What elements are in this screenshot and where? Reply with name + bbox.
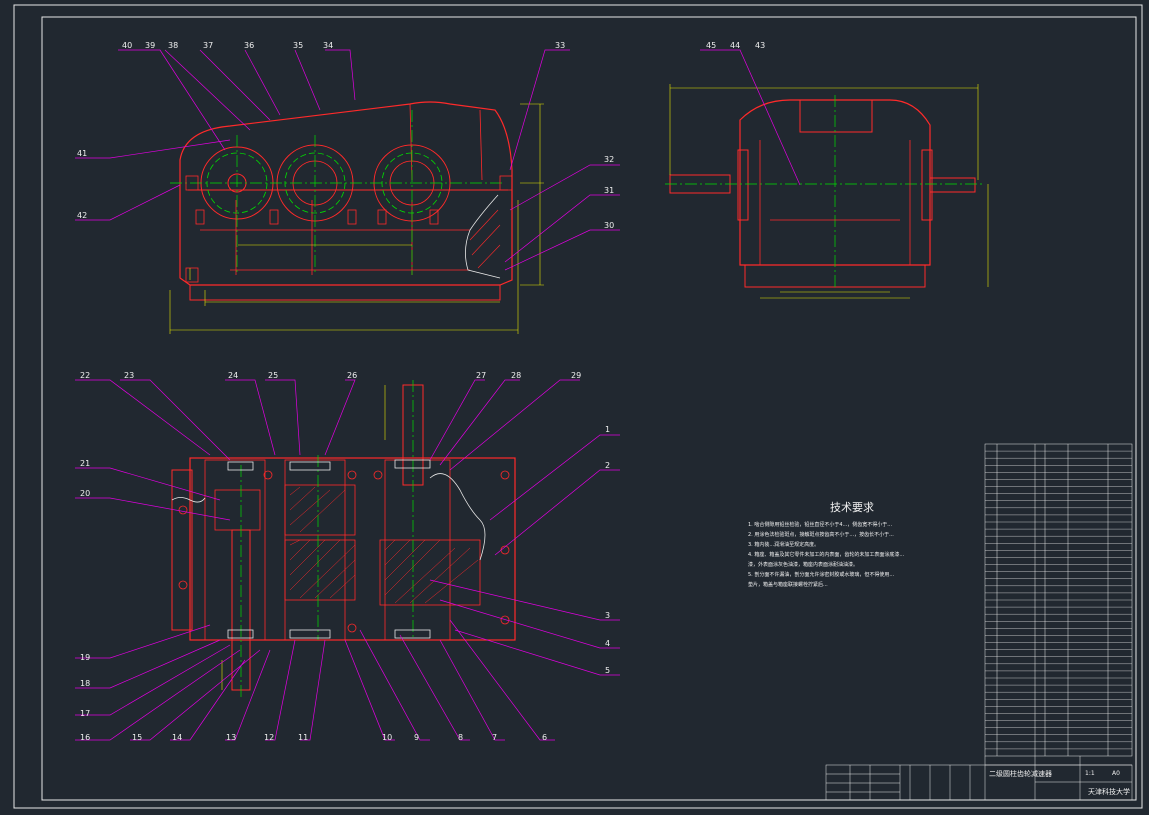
label-23: 23 — [124, 371, 134, 380]
label-26: 26 — [347, 371, 357, 380]
label-45: 45 — [706, 41, 716, 50]
label-18: 18 — [80, 679, 90, 688]
label-21: 21 — [80, 459, 90, 468]
label-1: 1 — [605, 425, 610, 434]
label-20: 20 — [80, 489, 90, 498]
label-27: 27 — [476, 371, 486, 380]
label-29: 29 — [571, 371, 581, 380]
tech-line: 3. 箱内装...润滑油至规定高度。 — [748, 541, 819, 548]
label-31: 31 — [604, 186, 614, 195]
label-36: 36 — [244, 41, 254, 50]
tech-line: 漆，外表面涂灰色油漆，箱座内表面涂耐油油漆。 — [748, 561, 858, 568]
label-6: 6 — [542, 733, 547, 742]
label-32: 32 — [604, 155, 614, 164]
tech-line: 2. 用涂色法检验斑点，接触斑点按齿高不小于...，按齿长不小于... — [748, 531, 894, 538]
label-9: 9 — [414, 733, 419, 742]
label-13: 13 — [226, 733, 236, 742]
parts-list-rows — [985, 450, 1132, 750]
label-3: 3 — [605, 611, 610, 620]
school-name: 天津科技大学 — [1088, 787, 1130, 796]
label-2: 2 — [605, 461, 610, 470]
label-8: 8 — [458, 733, 463, 742]
front-view — [169, 101, 544, 334]
leader-lines — [75, 49, 801, 741]
label-5: 5 — [605, 666, 610, 675]
design-name: 二级圆柱齿轮减速器 — [989, 769, 1052, 778]
tech-line: 1. 啮合侧隙用铅丝检验，铅丝直径不小于4...，侧齿宽不得小于... — [748, 521, 892, 528]
label-24: 24 — [228, 371, 238, 380]
label-34: 34 — [323, 41, 333, 50]
label-7: 7 — [492, 733, 497, 742]
label-35: 35 — [293, 41, 303, 50]
drawing-border-inner — [41, 16, 1137, 801]
label-30: 30 — [604, 221, 614, 230]
tech-line: 4. 箱座、箱盖及其它零件未加工的内表面，齿轮的未加工表面涂底漆... — [748, 551, 905, 558]
label-37: 37 — [203, 41, 213, 50]
label-39: 39 — [145, 41, 155, 50]
label-33: 33 — [555, 41, 565, 50]
plan-view — [171, 380, 516, 700]
label-42: 42 — [77, 211, 87, 220]
label-16: 16 — [80, 733, 90, 742]
label-19: 19 — [80, 653, 90, 662]
label-22: 22 — [80, 371, 90, 380]
label-14: 14 — [172, 733, 182, 742]
label-44: 44 — [730, 41, 740, 50]
scale-value: 1:1 — [1085, 770, 1095, 777]
label-15: 15 — [132, 733, 142, 742]
part-number-labels: 40 39 38 37 36 35 34 33 41 42 32 31 30 4… — [77, 41, 765, 742]
label-28: 28 — [511, 371, 521, 380]
label-41: 41 — [77, 149, 87, 158]
label-38: 38 — [168, 41, 178, 50]
label-12: 12 — [264, 733, 274, 742]
side-view — [665, 84, 989, 299]
label-43: 43 — [755, 41, 765, 50]
technical-requirements: 技术要求 1. 啮合侧隙用铅丝检验，铅丝直径不小于4...，侧齿宽不得小于...… — [748, 501, 905, 588]
label-10: 10 — [382, 733, 392, 742]
tech-line: 5. 剖分面不许漏油，剖分面允许涂密封胶或水玻璃，但不得使用... — [748, 571, 895, 578]
sheet-size: A0 — [1112, 770, 1120, 777]
label-25: 25 — [268, 371, 278, 380]
label-40: 40 — [122, 41, 132, 50]
label-17: 17 — [80, 709, 90, 718]
tech-line: 垫片，箱盖与箱座联接螺栓拧紧后... — [748, 581, 828, 588]
label-11: 11 — [298, 733, 308, 742]
label-4: 4 — [605, 639, 610, 648]
title-block — [825, 756, 1133, 801]
drawing-frame — [13, 4, 1143, 809]
tech-title: 技术要求 — [830, 501, 874, 514]
